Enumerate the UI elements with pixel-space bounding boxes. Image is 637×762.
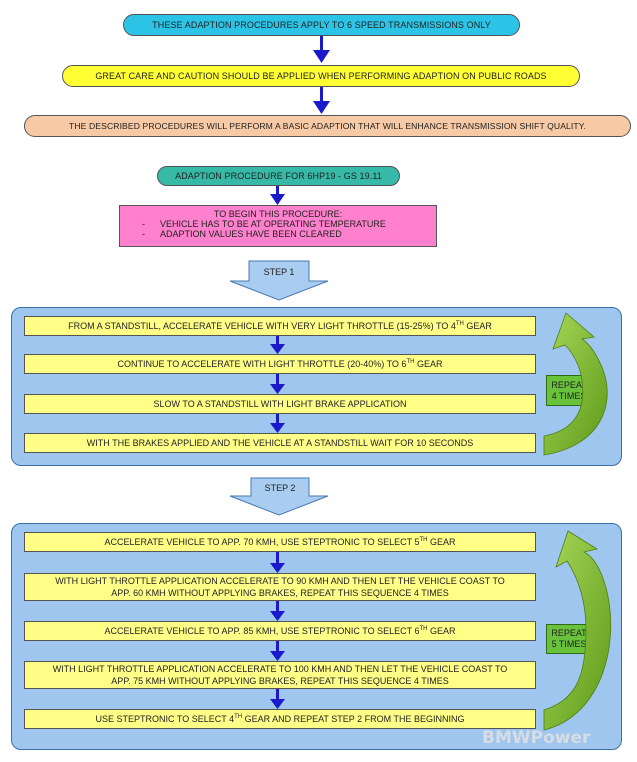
repeat-count: 4 TIMES — [551, 390, 587, 401]
banner-basic-adaption: THE DESCRIBED PROCEDURES WILL PERFORM A … — [24, 115, 631, 137]
bullet: - — [142, 219, 145, 229]
step1-label-text: STEP 1 — [263, 267, 295, 277]
text-part: FROM A STANDSTILL, ACCELERATE VEHICLE WI… — [68, 321, 456, 331]
procedure-title-text: ADAPTION PROCEDURE FOR 6HP19 - GS 19.11 — [175, 171, 382, 181]
banner-caution-text: GREAT CARE AND CAUTION SHOULD BE APPLIED… — [95, 71, 547, 81]
begin-condition-item: - VEHICLE HAS TO BE AT OPERATING TEMPERA… — [120, 219, 436, 229]
text-part: USE STEPTRONIC TO SELECT 4 — [95, 714, 235, 724]
step1-label: STEP 1 — [249, 265, 309, 279]
superscript: TH — [455, 321, 464, 327]
superscript: TH — [406, 359, 415, 365]
superscript: TH — [419, 626, 428, 632]
down-arrow-icon — [270, 689, 285, 709]
step2-text: USE STEPTRONIC TO SELECT 4TH GEAR AND RE… — [96, 713, 465, 725]
repeat-label: REPEAT — [551, 379, 587, 390]
step2-text: ACCELERATE VEHICLE TO APP. 70 KMH, USE S… — [105, 536, 456, 548]
text-part: ACCELERATE VEHICLE TO APP. 70 KMH, USE S… — [104, 537, 420, 547]
step1-box-accelerate-6th: CONTINUE TO ACCELERATE WITH LIGHT THROTT… — [24, 354, 536, 374]
down-arrow-icon — [270, 601, 285, 621]
loop-arrow-icon — [543, 312, 608, 456]
step1-text: WITH THE BRAKES APPLIED AND THE VEHICLE … — [86, 438, 474, 448]
down-arrow-icon — [270, 414, 285, 433]
begin-heading: TO BEGIN THIS PROCEDURE: — [213, 209, 343, 219]
step1-box-wait-10s: WITH THE BRAKES APPLIED AND THE VEHICLE … — [24, 433, 536, 453]
watermark-text: BMWPower — [482, 728, 591, 748]
step2-box-accelerate-85: ACCELERATE VEHICLE TO APP. 85 KMH, USE S… — [24, 621, 536, 641]
begin-condition-text: ADAPTION VALUES HAVE BEEN CLEARED — [160, 229, 342, 239]
text-part: GEAR AND REPEAT STEP 2 FROM THE BEGINNIN… — [242, 714, 465, 724]
step2-repeat-badge: REPEAT 5 TIMES — [546, 624, 592, 654]
step2-box-accelerate-70: ACCELERATE VEHICLE TO APP. 70 KMH, USE S… — [24, 532, 536, 552]
step2-text-line2: APP. 75 KMH WITHOUT APPLYING BRAKES, REP… — [111, 676, 449, 686]
banner-6-speed-only-text: THESE ADAPTION PROCEDURES APPLY TO 6 SPE… — [152, 20, 491, 30]
begin-conditions-box: TO BEGIN THIS PROCEDURE: - VEHICLE HAS T… — [119, 205, 437, 247]
begin-condition-text: VEHICLE HAS TO BE AT OPERATING TEMPERATU… — [160, 219, 386, 229]
text-part: ACCELERATE VEHICLE TO APP. 85 KMH, USE S… — [104, 626, 420, 636]
step1-box-accelerate-4th: FROM A STANDSTILL, ACCELERATE VEHICLE WI… — [24, 316, 536, 336]
repeat-count: 5 TIMES — [551, 639, 587, 649]
down-arrow-icon — [313, 87, 330, 114]
down-arrow-icon — [270, 374, 285, 394]
step2-label: STEP 2 — [251, 481, 309, 495]
step1-text: FROM A STANDSTILL, ACCELERATE VEHICLE WI… — [68, 320, 492, 332]
superscript: TH — [419, 537, 428, 543]
banner-caution: GREAT CARE AND CAUTION SHOULD BE APPLIED… — [62, 65, 580, 87]
bullet: - — [142, 229, 145, 239]
banner-basic-adaption-text: THE DESCRIBED PROCEDURES WILL PERFORM A … — [69, 121, 586, 131]
step-arrow-icon — [229, 260, 329, 301]
step2-box-coast-60: WITH LIGHT THROTTLE APPLICATION ACCELERA… — [24, 573, 536, 601]
text-part: GEAR — [427, 626, 456, 636]
down-arrow-icon — [270, 641, 285, 661]
step2-text-line2: APP. 60 KMH WITHOUT APPLYING BRAKES, REP… — [111, 588, 449, 598]
step2-text: ACCELERATE VEHICLE TO APP. 85 KMH, USE S… — [105, 625, 456, 637]
begin-condition-item: - ADAPTION VALUES HAVE BEEN CLEARED — [120, 229, 436, 239]
text-part: GEAR — [427, 537, 456, 547]
step2-box-coast-75: WITH LIGHT THROTTLE APPLICATION ACCELERA… — [24, 661, 536, 689]
down-arrow-icon — [270, 552, 285, 573]
step1-text: CONTINUE TO ACCELERATE WITH LIGHT THROTT… — [118, 358, 443, 370]
step2-box-select-4th: USE STEPTRONIC TO SELECT 4TH GEAR AND RE… — [24, 709, 536, 729]
text-part: CONTINUE TO ACCELERATE WITH LIGHT THROTT… — [117, 359, 407, 369]
loop-arrow-icon — [543, 530, 612, 731]
down-arrow-icon — [270, 336, 285, 354]
repeat-label: REPEAT — [551, 628, 587, 638]
step2-text-line1: WITH LIGHT THROTTLE APPLICATION ACCELERA… — [55, 576, 505, 586]
procedure-title: ADAPTION PROCEDURE FOR 6HP19 - GS 19.11 — [157, 166, 400, 186]
watermark-logo: BMWPower — [482, 728, 632, 752]
down-arrow-icon — [313, 36, 330, 63]
step-arrow-icon — [229, 477, 329, 516]
down-arrow-icon — [270, 186, 285, 205]
text-part: GEAR — [463, 321, 492, 331]
text-part: GEAR — [414, 359, 443, 369]
banner-6-speed-only: THESE ADAPTION PROCEDURES APPLY TO 6 SPE… — [123, 14, 520, 36]
step2-text-line1: WITH LIGHT THROTTLE APPLICATION ACCELERA… — [52, 664, 508, 674]
step1-box-slow-standstill: SLOW TO A STANDSTILL WITH LIGHT BRAKE AP… — [24, 394, 536, 414]
step1-text: SLOW TO A STANDSTILL WITH LIGHT BRAKE AP… — [153, 399, 407, 409]
superscript: TH — [234, 714, 243, 720]
step2-label-text: STEP 2 — [264, 483, 296, 493]
